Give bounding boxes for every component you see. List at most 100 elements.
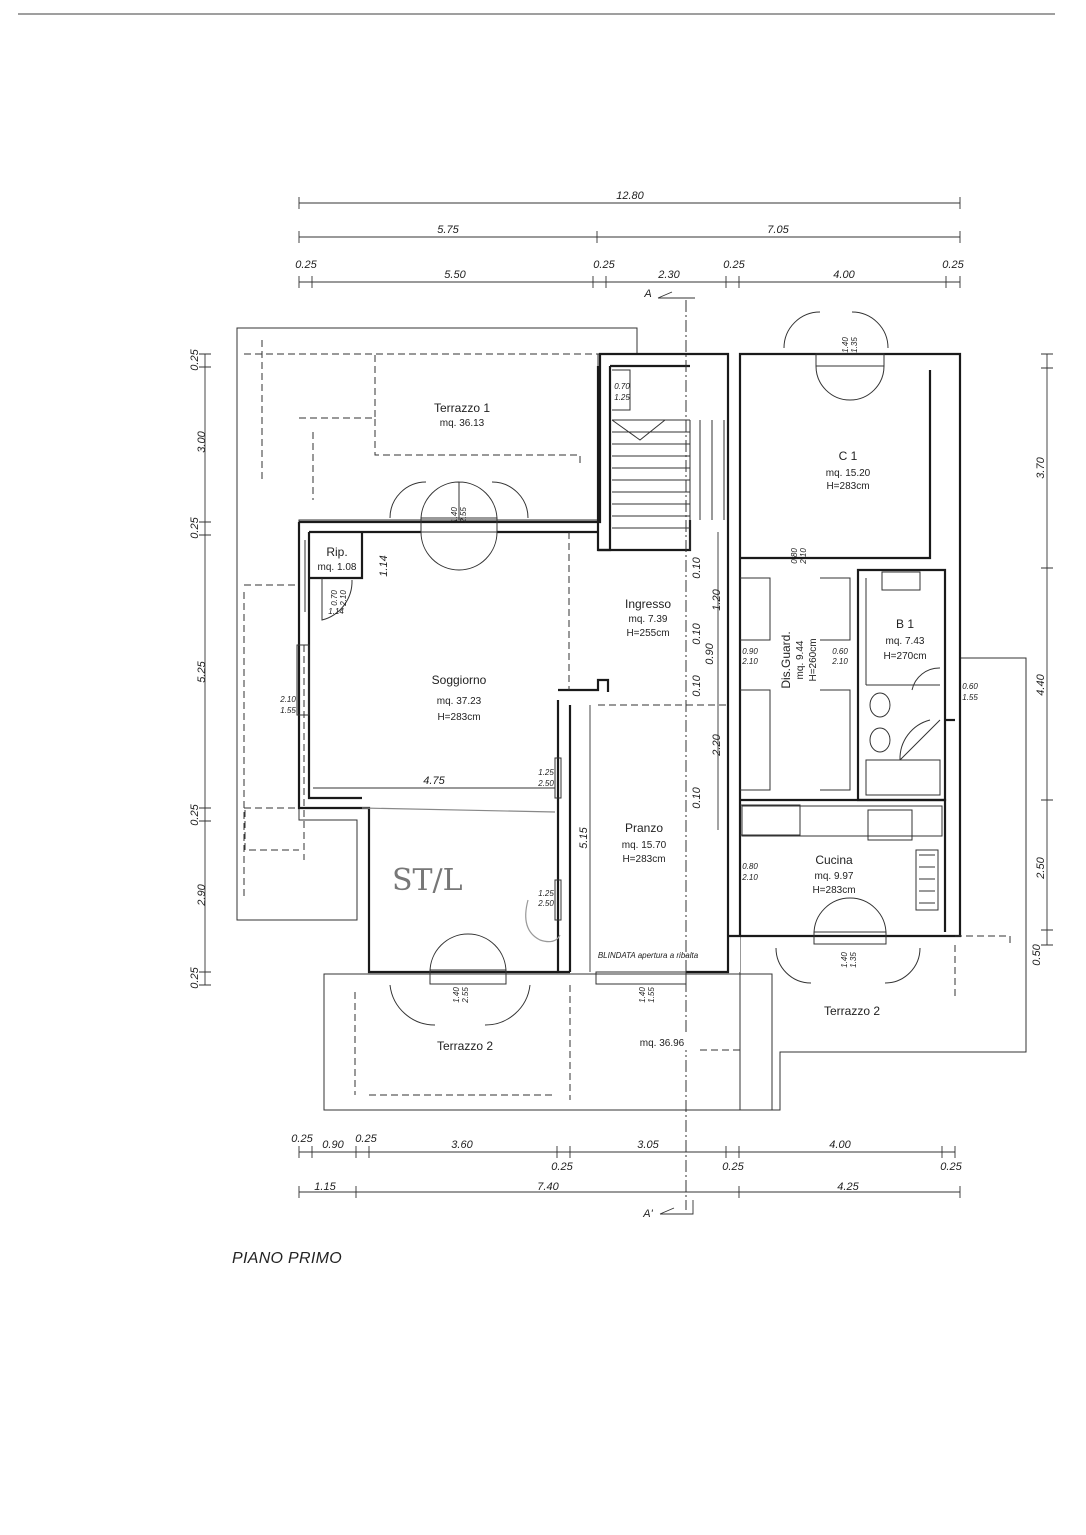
room-soggiorno-height: H=283cm: [437, 712, 480, 723]
dashed-lines: [243, 300, 1011, 1210]
dim-dis-right-a: 0.60: [832, 647, 848, 656]
dim-total-width: 12.80: [616, 190, 644, 202]
room-ingresso-height: H=255cm: [626, 628, 669, 639]
section-label-bottom: A': [642, 1208, 653, 1220]
dim-b1-win-a: 0.60: [962, 682, 978, 691]
dim-left-3: 0.25: [189, 516, 201, 538]
dim-cuc-win-b: 1.35: [849, 952, 858, 968]
dim-dis-right-b: 2.10: [831, 657, 848, 666]
dim-bottom-r1d: 3.60: [451, 1139, 473, 1151]
dim-ingr-e: 0.10: [691, 674, 703, 696]
dim-bottom-r2a: 0.25: [551, 1161, 573, 1173]
dim-ingr-c: 0.10: [691, 622, 703, 644]
window-marks: [296, 353, 887, 985]
dim-cam-win-b: 1.35: [850, 337, 859, 353]
dim-win-mid-a: 1.25: [538, 768, 554, 777]
dim-rip-w: 1.14: [328, 607, 344, 616]
room-camera-name: C 1: [839, 449, 858, 463]
dim-top-seg6: 4.00: [833, 269, 855, 281]
room-terrazzo1-area: mq. 36.13: [440, 418, 485, 429]
room-camera-area: mq. 15.20: [826, 468, 871, 479]
dim-stair-a: 0.70: [614, 382, 630, 391]
dim-left-half: 5.75: [437, 224, 459, 236]
room-pranzo-area: mq. 15.70: [622, 840, 667, 851]
section-markers: [657, 291, 695, 1215]
dim-bot-win-b: 1.55: [647, 987, 656, 1003]
room-soggiorno-name: Soggiorno: [432, 673, 487, 687]
dim-win-mid-b: 2.50: [537, 779, 554, 788]
dim-rip-h: 1.14: [378, 555, 390, 576]
terrazzo-1-area: [236, 327, 638, 921]
dim-cucina-door-a: 0.80: [742, 862, 758, 871]
dim-bot-door-a: 1.40: [452, 987, 461, 1003]
dim-bot-win-a: 1.40: [638, 987, 647, 1003]
dim-bottom-r2b: 0.25: [722, 1161, 744, 1173]
dim-bot-door-b: 2.55: [461, 987, 470, 1004]
inner-dimensions: 1.14 1.14 0.70 2.10 4.75 5.15 0.10 1.20 …: [279, 337, 978, 1004]
dim-win-mid2-a: 1.25: [538, 889, 554, 898]
dim-rip-door-b: 2.10: [339, 590, 348, 607]
room-terrazzo2-right-name: Terrazzo 2: [824, 1004, 880, 1018]
dim-bottom-r3a: 1.15: [314, 1181, 336, 1193]
dim-cam-win-a: 1.40: [841, 337, 850, 353]
dim-top-door-a: 1.40: [450, 507, 459, 523]
room-b1-name: B 1: [896, 617, 914, 631]
terrazzo2-mid-label-bg: [632, 1034, 692, 1050]
room-pranzo-height: H=283cm: [622, 854, 665, 865]
handwritten-note: ST/L: [392, 863, 463, 898]
section-label-top: A: [643, 288, 651, 300]
room-terrazzo1-name: Terrazzo 1: [434, 401, 490, 415]
staircase: [611, 369, 725, 550]
room-cucina-height: H=283cm: [812, 885, 855, 896]
room-disguard-name: Dis.Guard.: [779, 631, 793, 688]
pencil-stroke: [361, 807, 556, 813]
terrazzo-2-left-area: [323, 973, 773, 1111]
dim-right-1: 3.70: [1035, 456, 1047, 478]
pencil-scribble: [525, 899, 561, 943]
room-b1-area: mq. 7.43: [886, 636, 925, 647]
dim-dis-left-a: 0.90: [742, 647, 758, 656]
room-terrazzo2-left-name: Terrazzo 2: [437, 1039, 493, 1053]
dim-left-5: 0.25: [189, 803, 201, 825]
dim-ingr-f: 2.20: [711, 733, 723, 756]
room-rip-area: mq. 1.08: [318, 562, 357, 573]
dim-dis-left-b: 2.10: [741, 657, 758, 666]
dim-cuc-win-a: 1.40: [840, 952, 849, 968]
dim-top-seg4: 2.30: [657, 269, 680, 281]
dim-left-1: 0.25: [189, 348, 201, 370]
top-dimensions: [298, 197, 961, 288]
room-terrazzo2-mid-area: mq. 36.96: [640, 1038, 685, 1049]
dim-right-4: 0.50: [1031, 943, 1043, 965]
terrazzo1-label-bg: [430, 398, 500, 428]
dim-camera-door-b: 2.10: [799, 548, 808, 565]
terrazzo2-right-label-bg: [815, 1002, 889, 1020]
dim-win-left-b: 1.55: [280, 706, 296, 715]
room-ingresso-area: mq. 7.39: [629, 614, 668, 625]
dim-b1-win-b: 1.55: [962, 693, 978, 702]
room-b1-height: H=270cm: [883, 651, 926, 662]
fixtures: [741, 571, 943, 911]
dim-left-2: 3.00: [196, 430, 208, 452]
dim-top-seg1: 0.25: [295, 259, 317, 271]
dim-left-7: 0.25: [189, 966, 201, 988]
blindata-note: BLINDATA apertura a ribalta: [598, 951, 699, 960]
dim-ingr-g: 0.10: [691, 786, 703, 808]
dim-right-2: 4.40: [1035, 673, 1047, 695]
room-ingresso-name: Ingresso: [625, 597, 671, 611]
room-pranzo-name: Pranzo: [625, 821, 663, 835]
dim-soggiorno-w: 4.75: [423, 775, 445, 787]
doors: [321, 311, 941, 1026]
dim-stair-b: 1.25: [614, 393, 630, 402]
dim-top-seg3: 0.25: [593, 259, 615, 271]
dim-ingr-a: 0.10: [691, 556, 703, 578]
dim-right-half: 7.05: [767, 224, 789, 236]
room-cucina-name: Cucina: [815, 853, 853, 867]
right-dimensions: [1041, 353, 1053, 946]
dim-left-6: 2.90: [196, 883, 208, 906]
dim-bottom-r1c: 0.25: [355, 1133, 377, 1145]
room-soggiorno-area: mq. 37.23: [437, 696, 482, 707]
dim-bottom-r1a: 0.25: [291, 1133, 313, 1145]
dim-left-4: 5.25: [196, 660, 208, 682]
dim-bottom-r2c: 0.25: [940, 1161, 962, 1173]
